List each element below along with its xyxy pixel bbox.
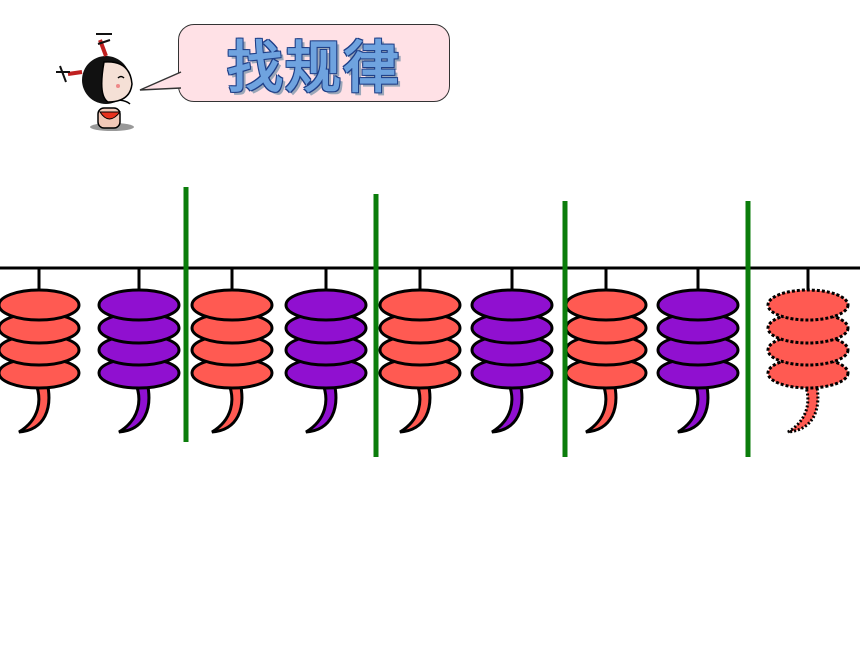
speech-bubble-tail [139, 71, 182, 91]
pattern-item-red [190, 268, 274, 434]
pattern-item-red [564, 268, 648, 434]
pattern-item-purple [656, 268, 740, 434]
pattern-item-red [766, 268, 850, 434]
pattern-strip [0, 187, 860, 457]
pattern-item-red [378, 268, 462, 434]
cartoon-girl-icon [56, 33, 134, 131]
pattern-item-purple [97, 268, 181, 434]
speech-bubble: 找规律 [178, 24, 450, 102]
pattern-item-red [0, 268, 81, 434]
pattern-item-purple [470, 268, 554, 434]
page-title: 找规律 [227, 35, 401, 101]
pattern-item-purple [284, 268, 368, 434]
